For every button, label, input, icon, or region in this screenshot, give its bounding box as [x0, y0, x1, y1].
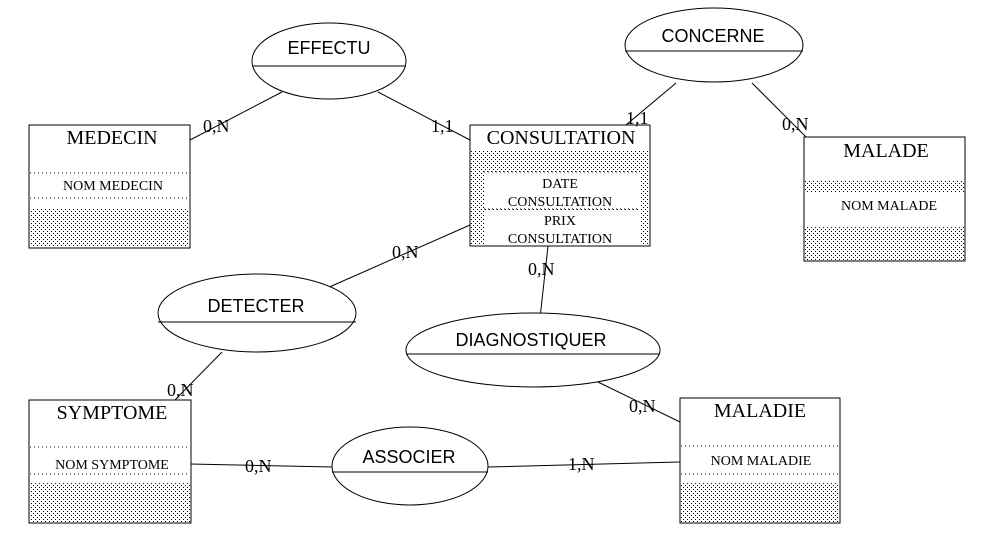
relationship-concerne[interactable]: CONCERNE: [624, 7, 804, 83]
relationship-name: DIAGNOSTIQUER: [455, 330, 606, 350]
relationship-name: CONCERNE: [661, 26, 764, 46]
entity-symptome[interactable]: SYMPTOME NOM SYMPTOME: [28, 399, 192, 524]
cardinalities: 0,N 1,1 1,1 0,N 0,N 0,N 0,N 0,N 0,N 1,N: [167, 108, 809, 476]
entity-attribute: NOM MALADE: [841, 199, 937, 214]
connection-lines: [171, 82, 807, 468]
line-concerne-malade: [751, 82, 807, 138]
line-medecin-effectu: [189, 91, 283, 141]
cardinality-consultation-concerne: 1,1: [626, 108, 649, 128]
line-consultation-diagnostiquer: [539, 245, 549, 319]
line-consultation-concerne: [619, 82, 677, 131]
line-associer-maladie: [487, 461, 681, 468]
line-detecter-symptome: [171, 351, 223, 404]
entity-name: MEDECIN: [66, 127, 157, 149]
entity-stipple: [681, 482, 839, 522]
line-effectu-consultation: [377, 91, 471, 141]
relationship-name: EFFECTU: [288, 38, 371, 58]
entity-stipple: [30, 208, 189, 247]
entity-name: MALADE: [843, 140, 929, 162]
cardinality-consultation-effectu: 1,1: [431, 116, 454, 136]
cardinality-consultation-diagnostiquer: 0,N: [528, 259, 555, 279]
entity-maladie[interactable]: MALADIE NOM MALADIE: [679, 397, 841, 524]
entity-medecin[interactable]: MEDECIN NOM MEDECIN: [28, 124, 191, 249]
entity-attribute: CONSULTATION: [508, 195, 612, 210]
relationship-effectu[interactable]: EFFECTU: [251, 22, 407, 100]
cardinality-consultation-detecter: 0,N: [392, 242, 419, 262]
line-diagnostiquer-maladie: [597, 381, 681, 423]
entity-attribute: NOM MALADIE: [711, 454, 812, 469]
cardinality-medecin-effectu: 0,N: [203, 116, 230, 136]
relationship-name: ASSOCIER: [362, 447, 455, 467]
entity-attribute: NOM SYMPTOME: [55, 458, 169, 473]
cardinality-malade-concerne: 0,N: [782, 114, 809, 134]
cardinality-symptome-detecter: 0,N: [167, 380, 194, 400]
cardinality-maladie-associer: 1,N: [568, 454, 595, 474]
relationship-name: DETECTER: [207, 296, 304, 316]
line-consultation-detecter: [317, 224, 471, 293]
entity-attribute: PRIX: [544, 214, 576, 229]
entity-stipple: [805, 226, 964, 260]
entity-stipple: [30, 482, 190, 522]
relationship-diagnostiquer[interactable]: DIAGNOSTIQUER: [405, 312, 661, 388]
entity-attribute: CONSULTATION: [508, 232, 612, 247]
entity-consultation[interactable]: CONSULTATION DATE CONSULTATION PRIX CONS…: [469, 124, 651, 247]
entity-name: SYMPTOME: [57, 402, 168, 424]
entity-name: MALADIE: [714, 400, 806, 422]
entity-name: CONSULTATION: [487, 127, 636, 149]
entity-attribute: DATE: [542, 177, 578, 192]
entity-malade[interactable]: MALADE NOM MALADE: [803, 136, 966, 262]
cardinality-symptome-associer: 0,N: [245, 456, 272, 476]
entity-stipple: [805, 181, 964, 193]
cardinality-maladie-diagnostiquer: 0,N: [629, 396, 656, 416]
entity-attribute: NOM MEDECIN: [63, 179, 163, 194]
relationship-detecter[interactable]: DETECTER: [157, 273, 357, 353]
line-symptome-associer: [189, 463, 334, 468]
relationship-associer[interactable]: ASSOCIER: [331, 426, 489, 506]
